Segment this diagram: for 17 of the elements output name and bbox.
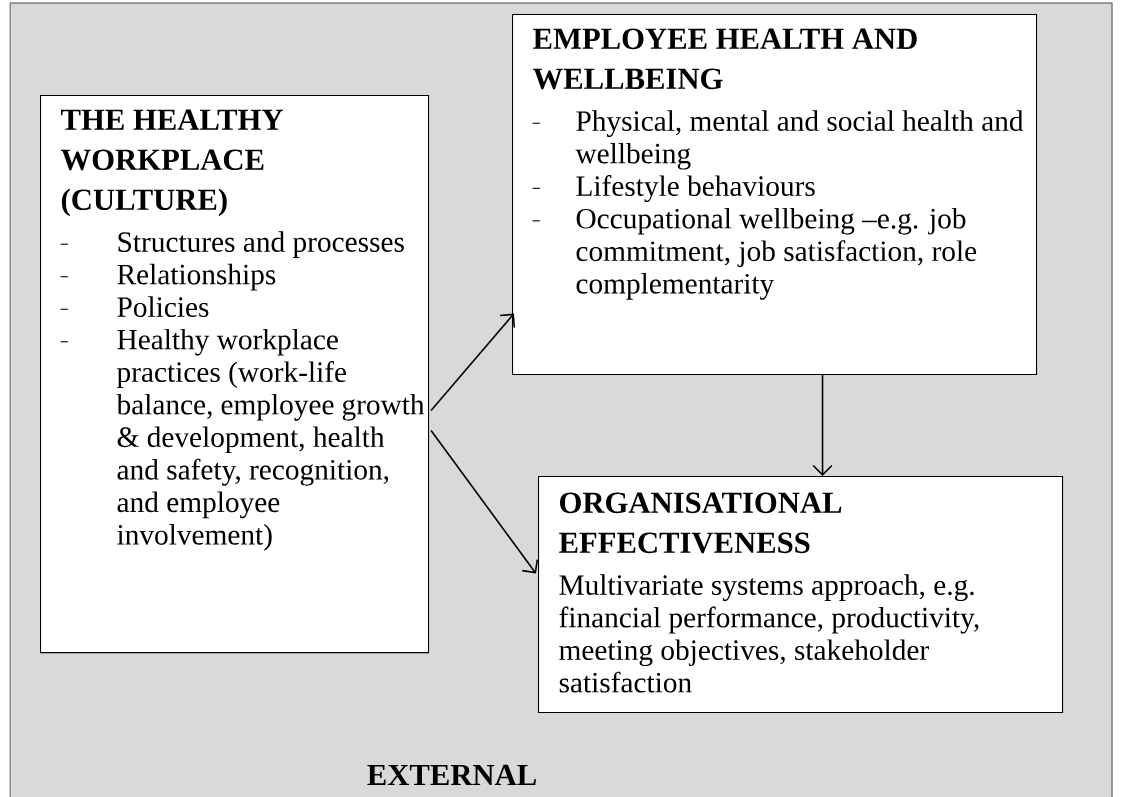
box-heading: THE HEALTHY WORKPLACE (CULTURE) <box>60 109 283 217</box>
content-box <box>512 14 1038 376</box>
arrow <box>812 374 833 476</box>
content-box <box>40 95 430 654</box>
bullet-text: Healthy workplace practices (work-life balance, employee growth & development, health and safety, recognition, and employee involvement) <box>116 328 425 551</box>
bullet-text: Occupational wellbeing –e.g. job commitment, job satisfaction, role complementarity <box>576 207 977 300</box>
bullet-text: Policies <box>117 296 209 317</box>
bullet-text: Structures and processes <box>118 231 404 258</box>
arrow <box>430 429 539 574</box>
body-text: Multivariate systems approach, e.g. financial performance, productivity, meeting objectives, stakeholder satisfaction <box>559 574 979 693</box>
arrow <box>430 313 516 412</box>
content-box <box>538 476 1064 714</box>
bullet-text: Lifestyle behaviours <box>576 175 815 203</box>
box-heading: EMPLOYEE HEALTH AND WELLBEING <box>533 28 917 90</box>
bullet-text: Relationships <box>117 263 276 291</box>
bullet-text: Physical, mental and social health and wellbeing <box>575 110 1024 170</box>
box-heading: ORGANISATIONAL EFFECTIVENESS <box>559 492 842 554</box>
